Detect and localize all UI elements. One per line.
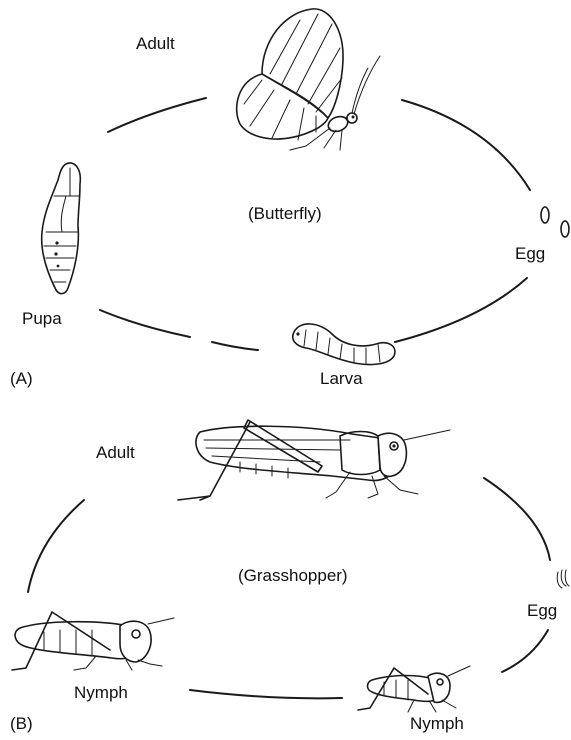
butterfly-pupa-label: Pupa bbox=[22, 310, 62, 327]
grasshopper-center-label: (Grasshopper) bbox=[238, 567, 348, 584]
arc-larva-to-pupa-b bbox=[100, 310, 190, 337]
butterfly-pupa-drawing bbox=[42, 163, 81, 294]
arc-adult-to-pupa bbox=[108, 98, 206, 132]
grasshopper-egg-drawing bbox=[557, 570, 569, 588]
arc-egg-top bbox=[402, 100, 530, 190]
butterfly-adult-label: Adult bbox=[136, 35, 175, 52]
butterfly-larva-label: Larva bbox=[320, 370, 363, 387]
butterfly-egg-label: Egg bbox=[515, 245, 545, 262]
arc-larva-to-pupa-a bbox=[212, 342, 258, 350]
grasshopper-nymph-right-drawing bbox=[358, 666, 470, 712]
arc-egg-top bbox=[484, 478, 550, 560]
arc-egg-to-larva bbox=[395, 278, 527, 342]
grasshopper-nymph-right-label: Nymph bbox=[410, 715, 464, 732]
grasshopper-adult-label: Adult bbox=[96, 444, 135, 461]
butterfly-adult-drawing bbox=[237, 9, 380, 150]
butterfly-larva-drawing bbox=[293, 324, 395, 365]
grasshopper-nymph-left-label: Nymph bbox=[74, 684, 128, 701]
grasshopper-cycle-arcs bbox=[28, 478, 550, 698]
panel-a-tag: (A) bbox=[10, 370, 33, 387]
panel-b-tag: (B) bbox=[10, 715, 33, 732]
arc-adult-to-nymph-left bbox=[28, 500, 84, 592]
butterfly-egg-drawing bbox=[541, 207, 569, 237]
butterfly-center-label: (Butterfly) bbox=[248, 205, 322, 222]
grasshopper-nymph-left-drawing bbox=[12, 612, 174, 670]
grasshopper-egg-label: Egg bbox=[527, 602, 557, 619]
grasshopper-adult-drawing bbox=[178, 420, 450, 500]
butterfly-cycle-arcs bbox=[100, 98, 530, 350]
arc-egg-to-nymph-right bbox=[502, 630, 548, 672]
arc-nymph-left-to-nymph-right bbox=[190, 690, 342, 698]
